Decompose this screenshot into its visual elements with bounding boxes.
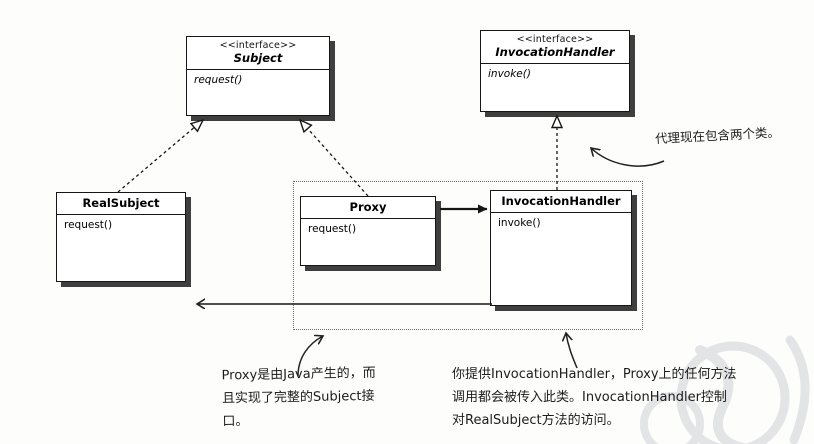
method-label: request() — [194, 74, 243, 86]
class-name: Subject — [233, 51, 283, 65]
method-label: request() — [64, 219, 113, 231]
annotation-proxy-generated: Proxy是由Java产生的，而且实现了完整的Subject接口。 — [221, 365, 376, 429]
class-methods: invoke() — [491, 213, 631, 305]
annotation-arrow-two-classes — [591, 148, 665, 167]
proxy-group-outline — [293, 181, 643, 330]
annotation-handler-controls: 你提供InvocationHandler，Proxy上的任何方法调用都会被传入此… — [452, 367, 737, 428]
class-methods: request() — [301, 219, 435, 265]
class-box-invocationhandler: InvocationHandler invoke() — [490, 190, 632, 306]
stereotype-label: <<interface>> — [219, 40, 297, 51]
class-box-proxy: Proxy request() — [300, 196, 436, 266]
class-title: InvocationHandler — [491, 191, 631, 213]
class-title: Proxy — [301, 197, 435, 219]
method-label: request() — [308, 223, 357, 235]
class-name: Proxy — [349, 200, 387, 214]
class-box-realsubject: RealSubject request() — [56, 192, 186, 282]
method-label: invoke() — [488, 68, 531, 80]
method-label: invoke() — [498, 217, 541, 229]
generalization-realsubject-to-subject — [117, 120, 203, 193]
class-name: InvocationHandler — [495, 45, 615, 59]
annotation-arrow-handler-note — [566, 333, 578, 369]
annotation-proxy-two-classes: 代理现在包含两个类。 — [654, 124, 781, 147]
class-box-invocationhandler-interface: <<interface>> InvocationHandler invoke() — [480, 30, 630, 112]
stereotype-label: <<interface>> — [516, 34, 594, 45]
class-box-subject-interface: <<interface>> Subject request() — [186, 36, 330, 116]
class-methods: invoke() — [481, 64, 629, 111]
class-methods: request() — [57, 215, 185, 281]
class-title: <<interface>> InvocationHandler — [481, 31, 629, 64]
class-title: <<interface>> Subject — [187, 37, 329, 70]
watermark-arc — [785, 335, 810, 444]
class-methods: request() — [187, 70, 329, 115]
class-title: RealSubject — [57, 193, 185, 215]
class-name: RealSubject — [82, 196, 160, 210]
class-name: InvocationHandler — [501, 194, 621, 208]
